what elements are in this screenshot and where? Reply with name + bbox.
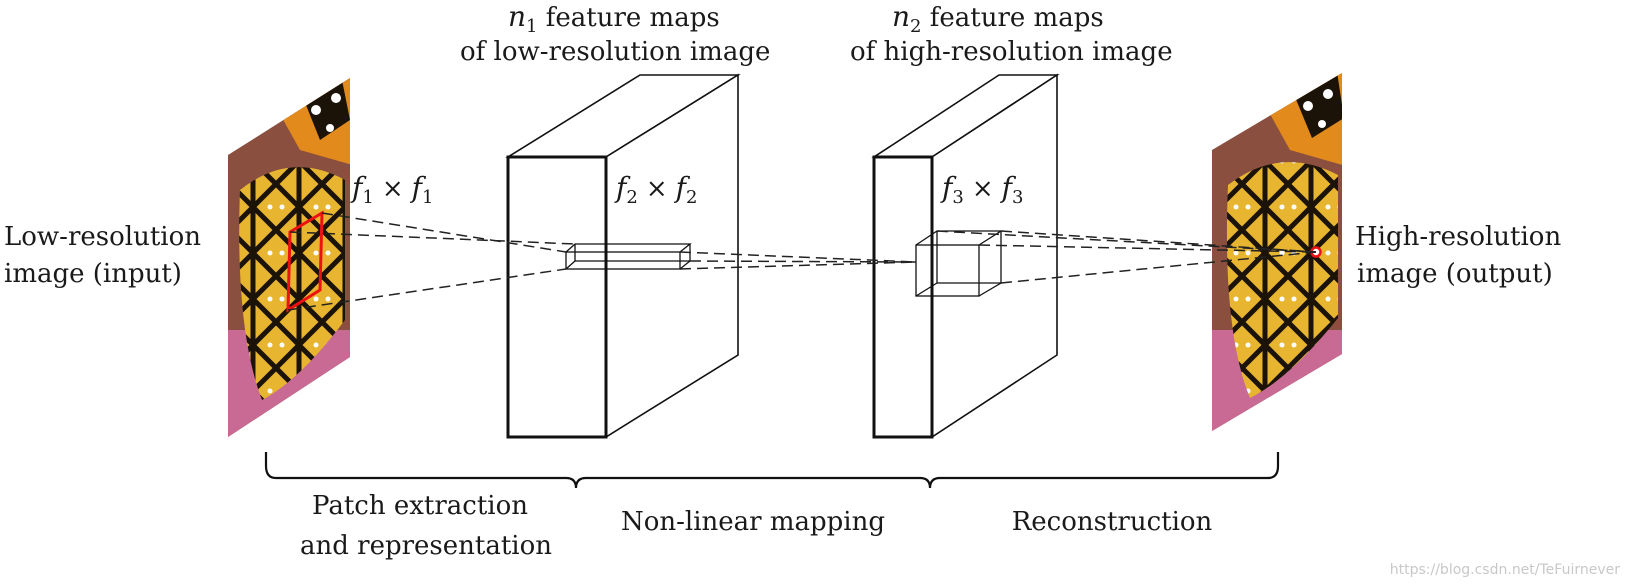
output-label-line1: High-resolution — [1355, 222, 1561, 252]
stage-3-label: Reconstruction — [1012, 507, 1213, 537]
stage-2-label: Non-linear mapping — [621, 507, 885, 537]
input-label-line1: Low-resolution — [4, 222, 201, 252]
layer1-title-line2: of low-resolution image — [460, 37, 770, 67]
stage-1-label-line1: Patch extraction — [312, 491, 528, 521]
layer2-title-line2: of high-resolution image — [850, 37, 1173, 67]
stage-1-label-line2: and representation — [300, 531, 552, 561]
stage-brace — [264, 452, 1280, 489]
feature-maps-block-1 — [505, 73, 741, 439]
input-image — [228, 78, 350, 437]
feature-maps-block-2 — [871, 73, 1060, 439]
input-patch — [286, 210, 324, 313]
layer2-title-line1: n2 feature maps — [892, 0, 1104, 37]
filter-size-3: f3×f3 — [940, 171, 1023, 208]
input-label-line2: image (input) — [4, 259, 182, 289]
layer1-title-line1: n1 feature maps — [508, 0, 720, 37]
projection-lines — [287, 212, 1317, 311]
watermark: https://blog.csdn.net/TeFuirnever — [1390, 562, 1620, 578]
output-label-line2: image (output) — [1357, 259, 1553, 289]
filter-size-1: f1×f1 — [350, 171, 433, 208]
